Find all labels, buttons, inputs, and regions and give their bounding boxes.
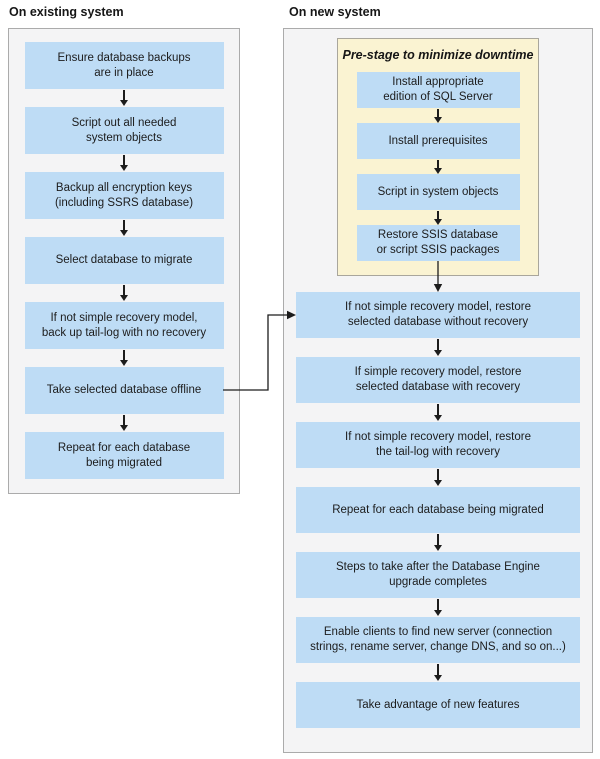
- down-arrow-icon: [434, 108, 442, 123]
- flow-step: Script in system objects: [356, 174, 520, 210]
- flow-step: Script out all needed system objects: [24, 107, 224, 154]
- down-arrow-icon: [434, 468, 442, 487]
- new-system-panel: Pre-stage to minimize downtime Install a…: [283, 28, 593, 753]
- flow-step: Repeat for each database being migrated: [296, 487, 580, 533]
- down-arrow-icon: [434, 663, 442, 682]
- flow-step: Enable clients to find new server (conne…: [296, 617, 580, 663]
- down-arrow-icon: [120, 219, 128, 237]
- flow-step: Select database to migrate: [24, 237, 224, 284]
- down-arrow-icon: [434, 598, 442, 617]
- flow-step: If not simple recovery model, back up ta…: [24, 302, 224, 349]
- existing-system-panel: Ensure database backups are in place Scr…: [8, 28, 240, 494]
- flow-step: Restore SSIS database or script SSIS pac…: [356, 225, 520, 261]
- prestage-group: Pre-stage to minimize downtime Install a…: [337, 38, 539, 276]
- down-arrow-icon: [434, 533, 442, 552]
- down-arrow-icon: [434, 338, 442, 357]
- existing-system-title: On existing system: [9, 5, 124, 19]
- down-arrow-icon: [434, 210, 442, 225]
- flow-step: If not simple recovery model, restore se…: [296, 292, 580, 338]
- flow-step: Ensure database backups are in place: [24, 42, 224, 89]
- flow-step: Take advantage of new features: [296, 682, 580, 728]
- down-arrow-icon: [120, 154, 128, 172]
- down-arrow-icon: [120, 284, 128, 302]
- prestage-title: Pre-stage to minimize downtime: [342, 48, 534, 62]
- down-arrow-icon: [434, 403, 442, 422]
- down-arrow-icon: [120, 349, 128, 367]
- flow-step: Repeat for each database being migrated: [24, 432, 224, 479]
- new-system-title: On new system: [289, 5, 381, 19]
- flow-step: Steps to take after the Database Engine …: [296, 552, 580, 598]
- flow-step: Backup all encryption keys (including SS…: [24, 172, 224, 219]
- flow-step: If not simple recovery model, restore th…: [296, 422, 580, 468]
- down-arrow-icon: [434, 159, 442, 174]
- down-arrow-icon: [120, 414, 128, 432]
- flow-step: If simple recovery model, restore select…: [296, 357, 580, 403]
- flow-step: Take selected database offline: [24, 367, 224, 414]
- flow-step: Install prerequisites: [356, 123, 520, 159]
- down-arrow-icon: [120, 89, 128, 107]
- flow-step: Install appropriate edition of SQL Serve…: [356, 72, 520, 108]
